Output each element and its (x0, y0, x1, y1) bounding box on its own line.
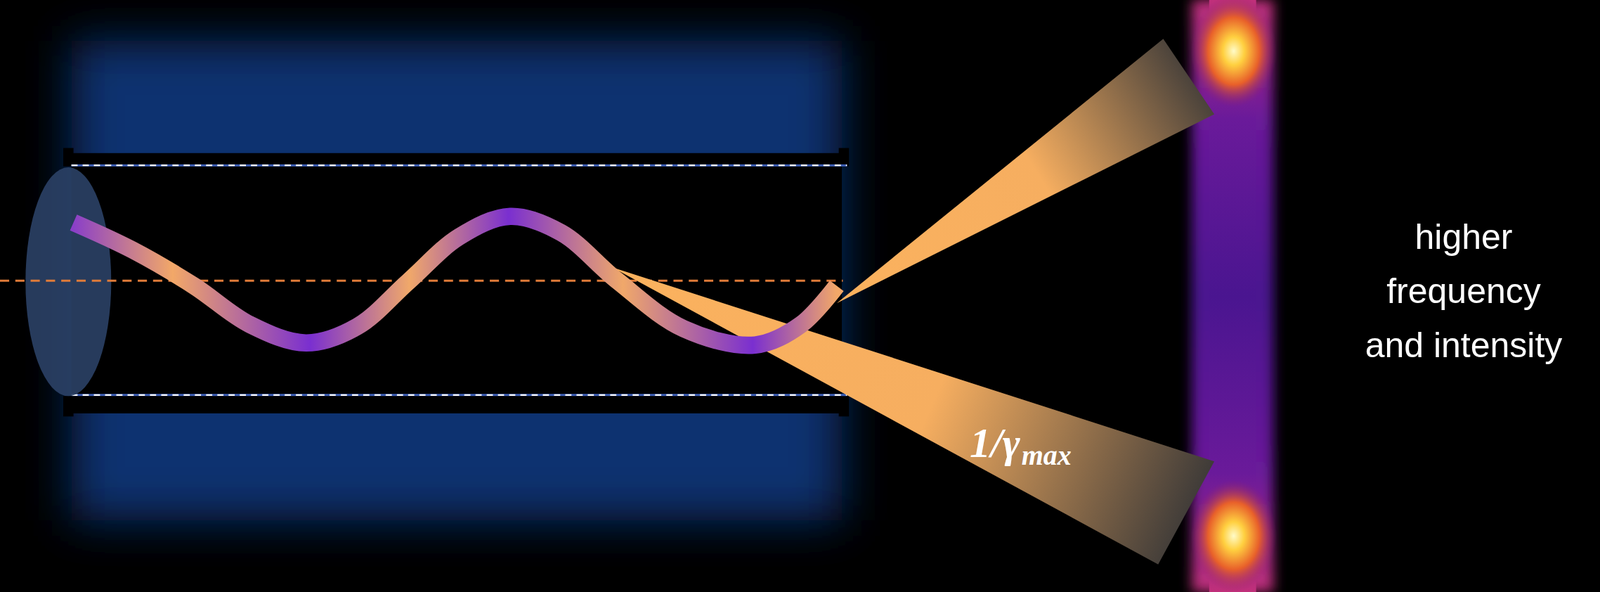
screen-note: higher frequency and intensity (1361, 210, 1566, 373)
cone-angle-label: 1/γ (969, 421, 1021, 464)
cone-angle-subscript: max (1021, 441, 1072, 470)
electron-trajectory (73, 216, 837, 346)
